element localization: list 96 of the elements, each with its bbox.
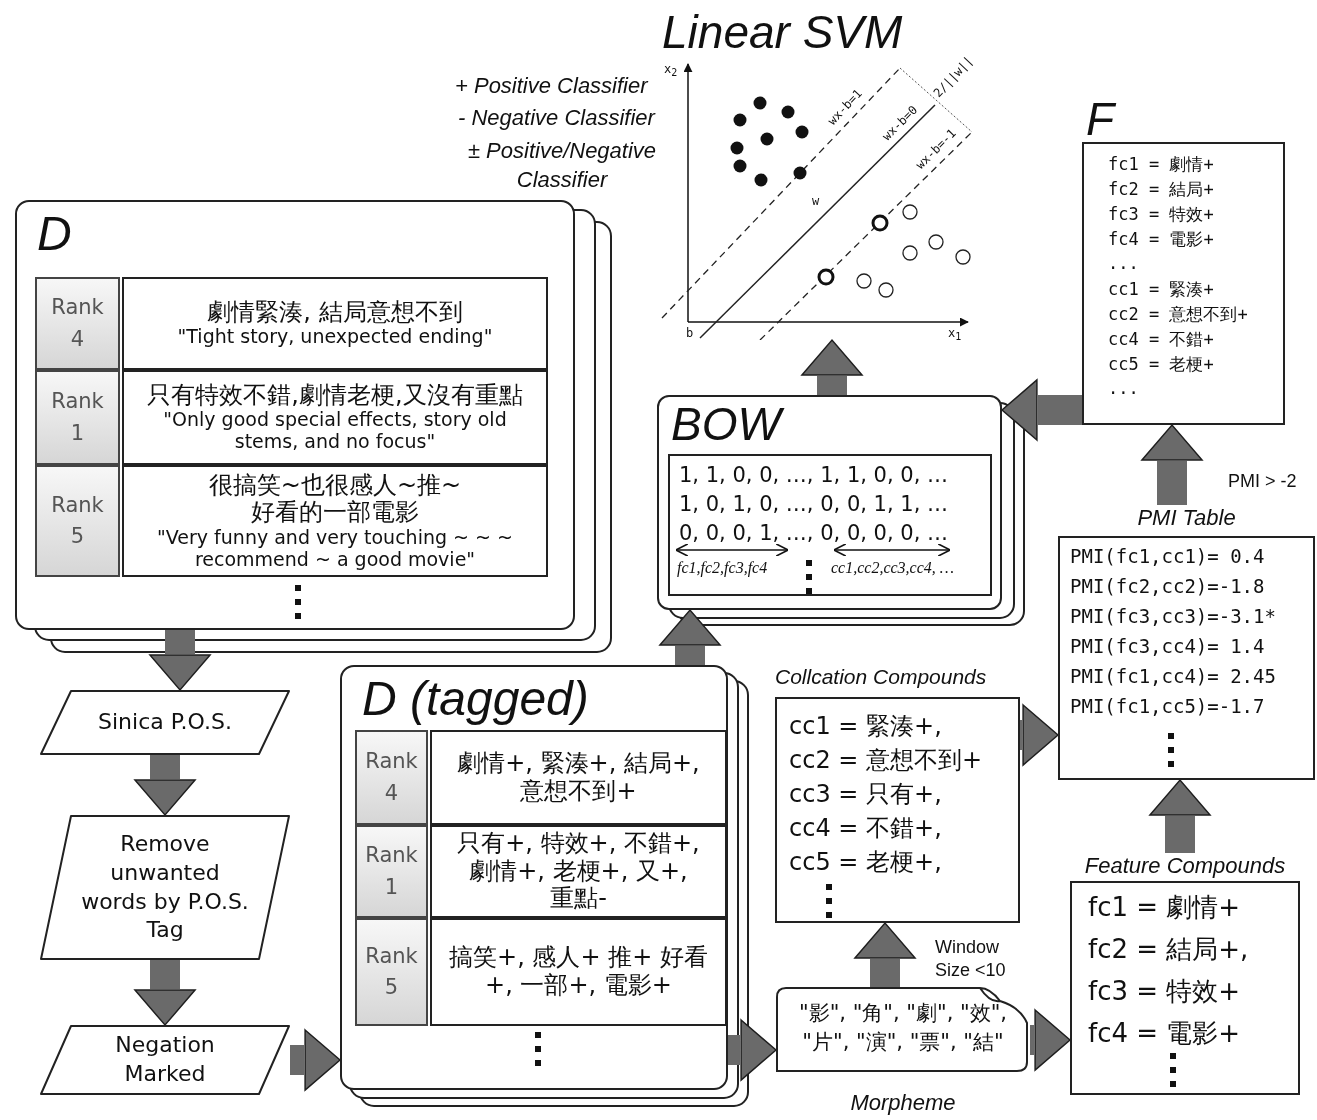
- review-text: 只有+, 特效+, 不錯+, 劇情+, 老梗+, 又+, 重點-: [456, 830, 701, 913]
- annotation-text: x$_{2}$: [664, 62, 679, 80]
- table-cell: [430, 730, 727, 825]
- list-entry: cc5 = 老梗+: [1108, 353, 1214, 376]
- step-label: Remove unwanted words by P.O.S. Tag: [80, 830, 250, 945]
- block-arrow: [1149, 779, 1211, 853]
- review-text: 只有特效不錯,劇情老梗,又沒有重點: [147, 381, 523, 410]
- block-arrow: [134, 960, 196, 1026]
- list-entry: PMI(fc3,cc3)=-3.1*: [1070, 605, 1276, 627]
- list-entry: fc3 = 特效+: [1088, 975, 1241, 1008]
- translation-text: "Tight story, unexpected ending": [177, 326, 493, 349]
- block-arrow: [149, 630, 211, 691]
- edge-label: PMI > -2: [1228, 470, 1297, 493]
- review-text: 劇情緊湊, 結局意想不到: [207, 298, 463, 327]
- panel-title: PMI Table: [1136, 505, 1237, 531]
- document-shape: [776, 987, 1030, 1118]
- edge-label: Window Size <10: [935, 936, 1007, 981]
- list-entry: ...: [1108, 378, 1139, 398]
- list-entry: cc2 = 意想不到+: [1108, 303, 1248, 326]
- annotation-text: w: [812, 194, 821, 209]
- review-text: 很搞笑~也很感人~推~好看的一部電影: [207, 471, 463, 527]
- panel-title: D: [37, 206, 72, 261]
- panel-title: F: [1086, 92, 1115, 146]
- rank-cell: [35, 465, 120, 577]
- list-entry: cc4 = 不錯+: [1108, 328, 1214, 351]
- list-entry: fc3 = 特效+: [1108, 203, 1214, 226]
- block-arrow: [1020, 704, 1059, 766]
- list-entry: cc5 = 老梗+,: [789, 847, 942, 878]
- panel-title: Collcation Compounds: [775, 665, 987, 689]
- translation-text: "Very funny and very touching ~ ~ ~ recommend ~ a good movie": [156, 526, 514, 571]
- vector-row: 0, 0, 0, 1, …, 0, 0, 0, 0, …: [679, 521, 949, 545]
- feature-range-label: cc1,cc2,cc3,cc4, …: [831, 559, 955, 577]
- panel-title: Morpheme: [849, 1090, 957, 1116]
- list-entry: cc2 = 意想不到+: [789, 745, 983, 776]
- review-text: 搞笑+, 感人+ 推+ 好看+, 一部+, 電影+: [448, 944, 709, 1000]
- annotation-text: b: [686, 326, 695, 341]
- step-label: Negation Marked: [114, 1031, 216, 1088]
- rank-label: Rank 5: [364, 942, 419, 1001]
- list-entry: fc2 = 結局+: [1108, 178, 1214, 201]
- rank-cell: [35, 370, 120, 465]
- vector-row: 1, 0, 1, 0, …, 0, 0, 1, 1, …: [679, 492, 949, 516]
- process-parallelogram: [40, 690, 290, 755]
- list-entry: PMI(fc3,cc4)= 1.4: [1070, 635, 1265, 657]
- list-entry: PMI(fc1,cc5)=-1.7: [1070, 695, 1265, 717]
- panel-title: D (tagged): [362, 671, 589, 726]
- list-entry: cc1 = 緊湊+: [1108, 278, 1214, 301]
- block-arrow: [1030, 1009, 1071, 1071]
- annotation-text: x$_{1}$: [948, 326, 963, 344]
- table-cell: [122, 370, 548, 465]
- block-arrow: [1141, 424, 1203, 505]
- list-entry: PMI(fc2,cc2)=-1.8: [1070, 575, 1265, 597]
- rank-cell: [355, 730, 428, 825]
- list-entry: PMI(fc1,cc1)= 0.4: [1070, 545, 1265, 567]
- list-entry: fc2 = 結局+,: [1088, 933, 1249, 966]
- list-entry: fc4 = 電影+: [1108, 228, 1214, 251]
- block-arrow: [1001, 379, 1082, 441]
- annotation-text: ± Positive/Negative Classifier: [466, 137, 658, 194]
- list-entry: fc1 = 劇情+: [1088, 891, 1241, 924]
- list-entry: cc4 = 不錯+,: [789, 813, 942, 844]
- block-arrow: [854, 922, 916, 987]
- list-entry: cc1 = 緊湊+,: [789, 711, 942, 742]
- document-stack-panel: [15, 200, 575, 630]
- vector-row: 1, 1, 0, 0, …, 1, 1, 0, 0, …: [679, 463, 949, 487]
- rank-label: Rank 1: [364, 842, 419, 901]
- translation-text: "Only good special effects, story old stems, and no focus": [162, 409, 508, 454]
- table-cell: [430, 918, 727, 1026]
- chart-title: Linear SVM: [662, 5, 903, 59]
- table-cell: [122, 277, 548, 370]
- block-arrow: [290, 1029, 341, 1091]
- process-parallelogram: [40, 1025, 290, 1095]
- block-arrow: [134, 755, 196, 816]
- rank-cell: [355, 918, 428, 1026]
- panel-title: Feature Compounds: [1083, 853, 1287, 879]
- table-cell: [430, 825, 727, 918]
- rank-label: Rank 5: [50, 491, 105, 550]
- morpheme-list: "影", "角", "劇", "效", "片", "演", "票", "結": [788, 999, 1018, 1058]
- list-entry: fc4 = 電影+: [1088, 1017, 1241, 1050]
- step-label: Sinica P.O.S.: [98, 708, 232, 737]
- table-cell: [122, 465, 548, 577]
- feature-range-label: fc1,fc2,fc3,fc4: [677, 559, 768, 577]
- vector-panel: [657, 395, 1002, 610]
- list-entry: PMI(fc1,cc4)= 2.45: [1070, 665, 1276, 687]
- review-text: 劇情+, 緊湊+, 結局+, 意想不到+: [456, 749, 701, 806]
- annotation-text: - Negative Classifier: [458, 104, 657, 132]
- rank-label: Rank 4: [364, 748, 419, 807]
- process-parallelogram: [40, 815, 290, 960]
- rank-label: Rank 1: [50, 388, 105, 447]
- rank-label: Rank 4: [50, 294, 105, 353]
- block-arrow: [728, 1019, 777, 1081]
- list-entry: fc1 = 劇情+: [1108, 153, 1214, 176]
- list-entry: ...: [1108, 253, 1139, 273]
- list-entry: cc3 = 只有+,: [789, 779, 942, 810]
- block-arrow: [801, 339, 863, 395]
- rank-cell: [35, 277, 120, 370]
- rank-cell: [355, 825, 428, 918]
- block-arrow: [659, 609, 721, 665]
